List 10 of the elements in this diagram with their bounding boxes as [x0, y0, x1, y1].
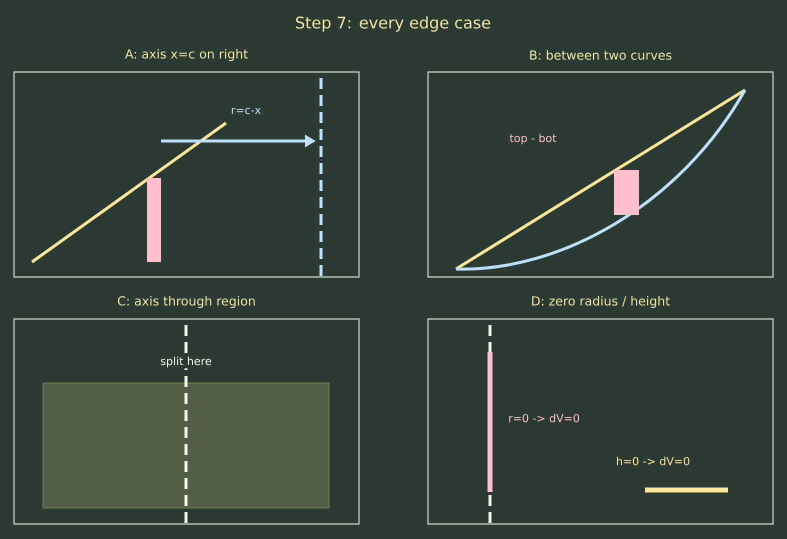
- title: Step 7: every edge case: [296, 16, 490, 32]
- annotation: h=0 -> dV=0: [616, 456, 690, 466]
- annotation: top - bot: [510, 134, 556, 144]
- annotation: split here: [160, 356, 212, 368]
- panel-heading: B: between two curves: [530, 50, 672, 60]
- panel-heading: C: axis through region: [118, 296, 255, 308]
- annotation: r=c-x: [232, 108, 261, 114]
- panel-heading: D: zero radius / height: [532, 296, 670, 308]
- panel-heading: A: axis x=c on right: [125, 48, 248, 62]
- annotation: r=0 -> dV=0: [509, 414, 580, 422]
